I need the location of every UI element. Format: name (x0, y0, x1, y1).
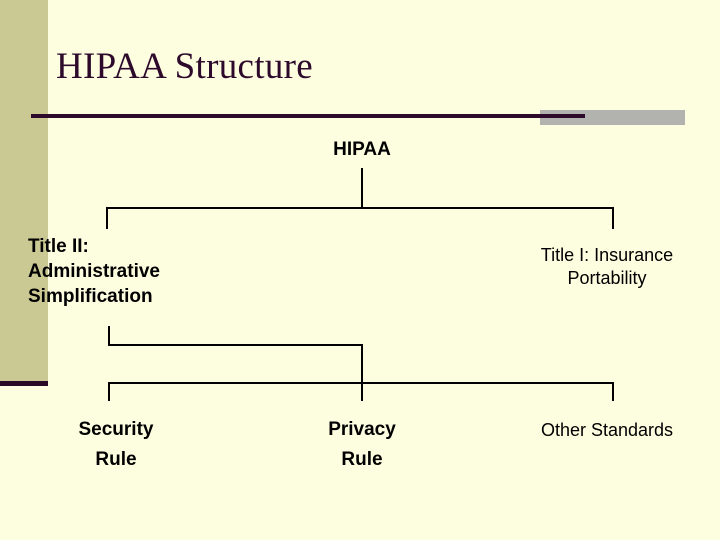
connector-level1-drop-left (106, 207, 108, 229)
title-divider-rule (31, 114, 585, 118)
node-other-standards: Other Standards (540, 420, 674, 440)
connector-level2-drop-right (612, 382, 614, 401)
page-title: HIPAA Structure (56, 46, 313, 87)
connector-title2-stem (108, 326, 110, 345)
connector-title2-riser (361, 344, 363, 383)
connector-title2-bar (108, 344, 363, 346)
connector-level2-center-drop (361, 382, 363, 401)
left-accent-rule (0, 381, 48, 386)
left-accent-band (0, 0, 48, 381)
title-rule-shadow-block (540, 110, 685, 125)
connector-level2-drop-left (108, 382, 110, 401)
connector-level1-drop-right (612, 207, 614, 229)
connector-level1-bar (106, 207, 614, 209)
connector-root-stem (361, 168, 363, 209)
node-hipaa: HIPAA (333, 139, 391, 160)
